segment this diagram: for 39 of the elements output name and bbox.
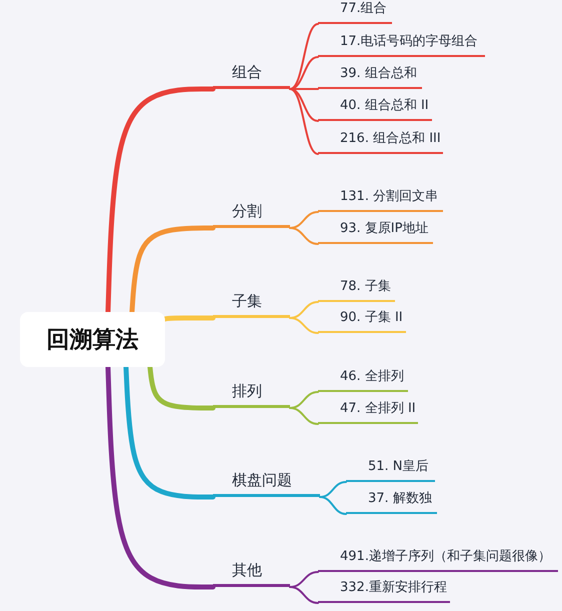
branch-connector bbox=[289, 407, 319, 425]
branch-connector bbox=[289, 586, 319, 604]
branch-topic: 棋盘问题 bbox=[213, 470, 320, 497]
leaf-topic: 93. 复原IP地址 bbox=[318, 219, 433, 244]
leaf-topic: 216. 组合总和 III bbox=[318, 129, 443, 154]
branch-topic: 其他 bbox=[213, 560, 290, 587]
leaf-topic: 51. N皇后 bbox=[346, 457, 435, 482]
leaf-topic: 47. 全排列 II bbox=[318, 399, 418, 424]
branch-connector bbox=[162, 316, 216, 322]
branch-connector bbox=[289, 88, 319, 155]
branch-connector bbox=[289, 317, 319, 334]
root-topic-box bbox=[20, 312, 165, 367]
branch-connector bbox=[289, 227, 319, 245]
branch-topic: 组合 bbox=[213, 62, 290, 89]
leaf-topic: 77.组合 bbox=[318, 0, 392, 24]
branch-connector bbox=[289, 88, 319, 90]
leaf-topic: 40. 组合总和 II bbox=[318, 96, 432, 121]
branch-topic: 分割 bbox=[213, 201, 290, 228]
leaf-topic: 332.重新安排行程 bbox=[318, 578, 450, 603]
leaf-topic: 17.电话号码的字母组合 bbox=[318, 32, 485, 57]
branch-connector bbox=[289, 88, 319, 122]
branch-topic: 子集 bbox=[213, 291, 290, 318]
branch-connector bbox=[319, 496, 347, 515]
leaf-topic: 131. 分割回文串 bbox=[318, 187, 443, 212]
branch-connector bbox=[148, 364, 216, 410]
branch-connector bbox=[130, 226, 216, 314]
leaf-topic: 39. 组合总和 bbox=[318, 64, 422, 89]
leaf-topic: 46. 全排列 bbox=[318, 367, 408, 392]
leaf-topic: 90. 子集 II bbox=[318, 308, 406, 333]
leaf-topic: 491.递增子序列（和子集问题很像） bbox=[318, 547, 558, 572]
branch-connector bbox=[124, 364, 216, 500]
branch-connector bbox=[106, 364, 216, 590]
leaf-topic: 78. 子集 bbox=[318, 277, 395, 302]
topic-title: 回溯算法 bbox=[46, 330, 138, 350]
branch-topic: 排列 bbox=[213, 381, 290, 408]
branch-connector bbox=[289, 23, 319, 90]
branch-connector bbox=[289, 56, 319, 90]
leaf-topic: 37. 解数独 bbox=[346, 489, 437, 514]
branch-connector bbox=[106, 86, 216, 314]
